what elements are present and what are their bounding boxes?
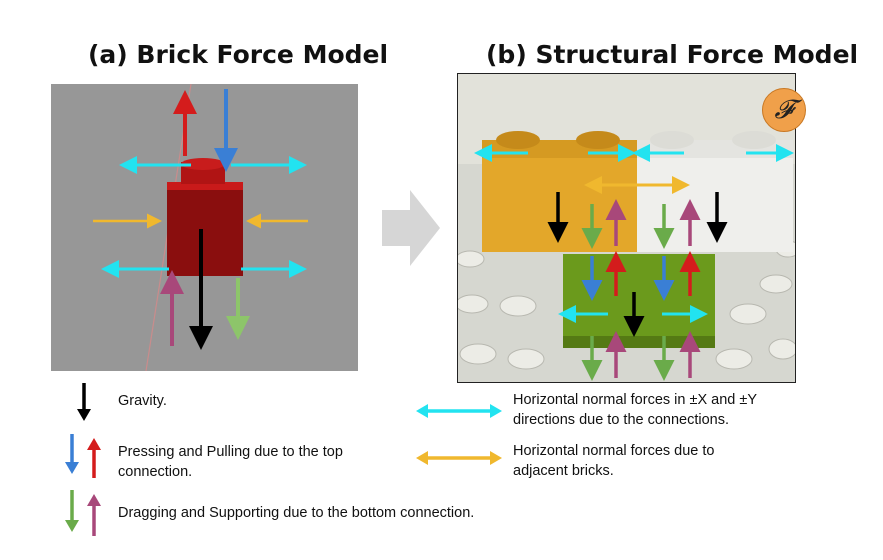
connection-normal-legend-icon: [416, 404, 502, 418]
brick-top-face: [167, 182, 243, 190]
structural-model-badge-icon: 𝓕: [762, 88, 806, 132]
structural-force-diagram: [458, 74, 795, 382]
transition-arrow-icon: [382, 190, 440, 266]
yellow-brick-stud-2: [576, 131, 620, 149]
adjacent-normal-legend-label: Horizontal normal forces due to adjacent…: [513, 441, 715, 481]
brick-force-model-panel: [51, 84, 358, 371]
white-brick-stud-1: [650, 131, 694, 149]
pressing-pulling-legend-icon: [65, 434, 101, 478]
adjacent-normal-legend-icon: [416, 451, 502, 465]
pressing-pulling-line2: connection.: [118, 464, 193, 480]
gravity-legend-label: Gravity.: [118, 393, 167, 409]
gravity-legend-icon: [77, 383, 91, 421]
panel-b-title: (b) Structural Force Model: [486, 40, 859, 69]
white-brick: [637, 152, 793, 252]
connection-normal-legend-label: Horizontal normal forces in ±X and ±Y di…: [513, 390, 757, 430]
pressing-pulling-legend-label: Pressing and Pulling due to the top conn…: [118, 442, 343, 482]
dragging-supporting-legend-icon: [65, 490, 101, 536]
yellow-brick-stud-1: [496, 131, 540, 149]
adjacent-normal-line1: Horizontal normal forces due to: [513, 443, 715, 459]
connection-normal-line2: directions due to the connections.: [513, 412, 730, 428]
pressing-pulling-line1: Pressing and Pulling due to the top: [118, 444, 343, 460]
brick-force-diagram: [93, 84, 308, 371]
baseplate-studs: [458, 240, 795, 370]
brick-body: [167, 182, 243, 276]
white-brick-stud-2: [732, 131, 776, 149]
dragging-supporting-legend-label: Dragging and Supporting due to the botto…: [118, 505, 475, 521]
green-brick: [563, 254, 715, 336]
panel-a-title: (a) Brick Force Model: [88, 40, 389, 69]
adjacent-normal-line2: adjacent bricks.: [513, 463, 614, 479]
connection-normal-line1: Horizontal normal forces in ±X and ±Y: [513, 392, 757, 408]
structural-force-model-panel: [457, 73, 796, 383]
